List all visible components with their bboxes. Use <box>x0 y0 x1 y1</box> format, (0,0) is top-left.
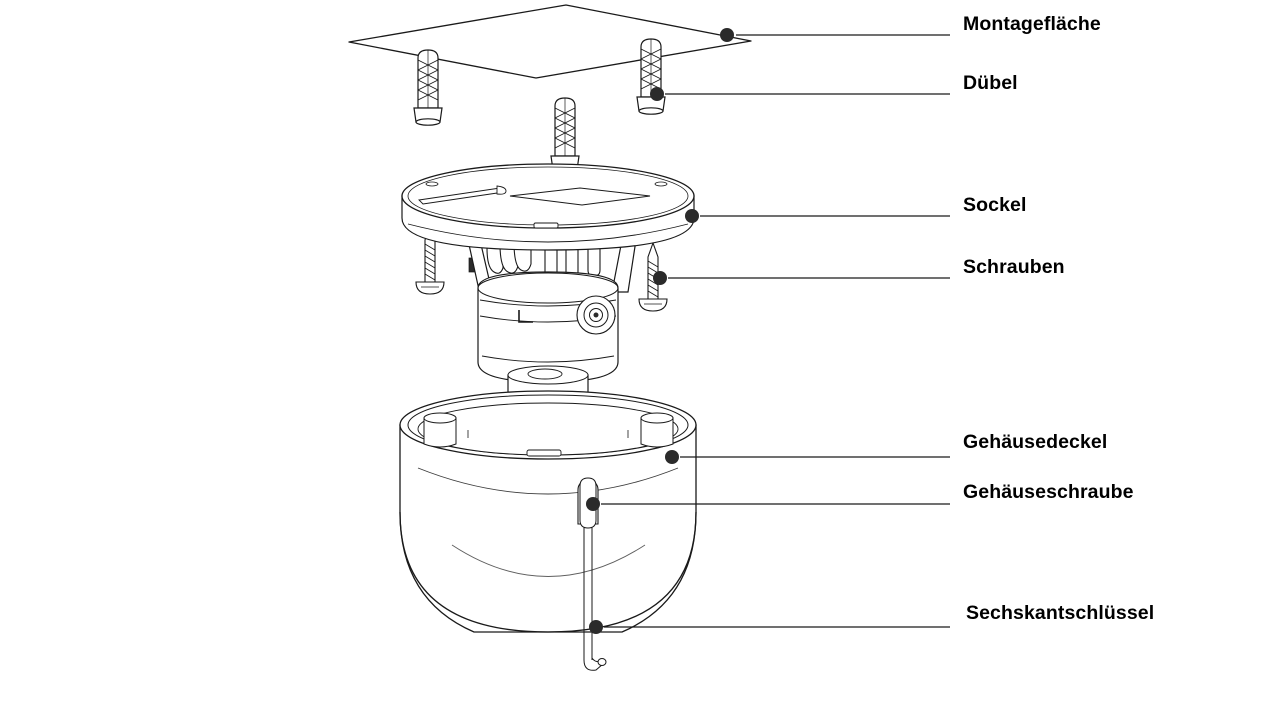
label-duebel: Dübel <box>963 72 1018 94</box>
label-sechskantschluessel: Sechskantschlüssel <box>966 602 1155 624</box>
screw-right <box>638 241 668 312</box>
dowel-center <box>550 97 580 174</box>
dot-duebel <box>650 87 664 101</box>
dot-gehaeuseschraube <box>586 497 600 511</box>
dot-gehaeusedeckel <box>665 450 679 464</box>
dot-sockel <box>685 209 699 223</box>
camera-barrel <box>477 271 619 383</box>
label-sockel: Sockel <box>963 194 1027 216</box>
label-schrauben: Schrauben <box>963 256 1065 278</box>
dot-sechskantschluessel <box>589 620 603 634</box>
dot-schrauben <box>653 271 667 285</box>
base-plate <box>401 163 695 251</box>
label-montageflaeche: Montagefläche <box>963 13 1101 35</box>
dowel-left <box>413 49 443 126</box>
mounting-surface-part <box>348 4 752 79</box>
label-gehaeusedeckel: Gehäusedeckel <box>963 431 1108 453</box>
dome-inner-bosses <box>423 412 674 448</box>
dot-montageflaeche <box>720 28 734 42</box>
label-gehaeuseschraube: Gehäuseschraube <box>963 481 1134 503</box>
dome-cover-group <box>399 390 697 633</box>
leader-dots-group <box>586 28 734 634</box>
dowels-group <box>413 38 666 174</box>
dowel-right <box>636 38 666 115</box>
leader-lines-group <box>601 34 950 628</box>
camera-module-group <box>401 163 695 405</box>
